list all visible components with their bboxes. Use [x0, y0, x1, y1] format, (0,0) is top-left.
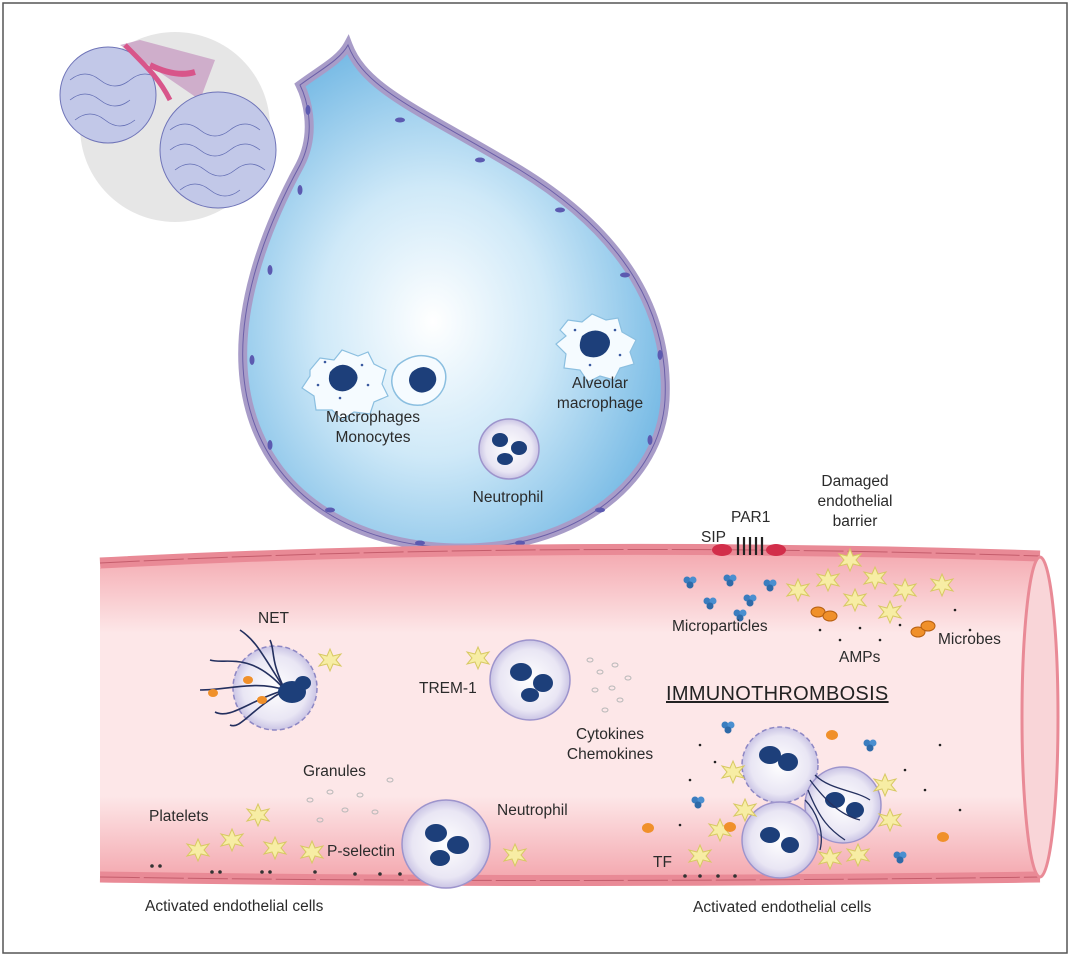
- label-barrier: barrier: [832, 513, 878, 530]
- neutrophil-alveolus-icon: [478, 418, 540, 480]
- lung-inset-icon: [59, 32, 277, 222]
- label-neutrophil-vessel: Neutrophil: [497, 802, 568, 819]
- label-immunothrombosis: IMMUNOTHROMBOSIS: [666, 683, 889, 705]
- immunothrombosis-cluster: [642, 721, 949, 879]
- label-amps: AMPs: [839, 649, 881, 666]
- label-granules: Granules: [303, 763, 366, 780]
- net-neutrophil-icon: [199, 629, 342, 731]
- label-neutrophil-alveolus: Neutrophil: [472, 489, 544, 506]
- label-trem1: TREM-1: [419, 680, 477, 697]
- trem1-neutrophil-icon: [466, 639, 571, 721]
- label-activated-left: Activated endothelial cells: [145, 898, 324, 915]
- alveolus: [238, 34, 670, 553]
- label-macrophage: macrophage: [556, 395, 644, 412]
- label-cytokines: Cytokines: [575, 726, 645, 743]
- label-endothelial: endothelial: [817, 493, 893, 510]
- label-alveolar: Alveolar: [572, 375, 628, 392]
- p-selectin-markers: [150, 864, 402, 876]
- label-microparticles: Microparticles: [672, 618, 768, 635]
- cytokines-particles: [586, 657, 632, 713]
- monocyte-cell-icon: [391, 354, 447, 406]
- alveolar-macrophage-icon: [555, 313, 637, 383]
- granules-particles: [306, 777, 394, 823]
- label-monocytes: Monocytes: [335, 429, 411, 446]
- label-microbes: Microbes: [938, 631, 1001, 648]
- microbes-icon: [810, 606, 936, 638]
- label-chemokines: Chemokines: [566, 746, 654, 763]
- label-sip: SIP: [701, 529, 726, 546]
- label-par1: PAR1: [731, 509, 771, 526]
- label-platelets: Platelets: [149, 808, 209, 825]
- label-p-selectin: P-selectin: [327, 843, 396, 860]
- label-macrophages: Macrophages: [326, 409, 420, 426]
- par1-receptor-icon: [712, 537, 786, 556]
- label-activated-right: Activated endothelial cells: [693, 899, 872, 916]
- blood-vessel: [99, 543, 1060, 886]
- label-damaged: Damaged: [821, 473, 889, 490]
- macrophage-cell-icon: [301, 349, 389, 421]
- label-tf: TF: [653, 854, 672, 871]
- amps-dots: [678, 608, 972, 827]
- figure-frame: [2, 2, 1068, 954]
- neutrophil-vessel-icon: [401, 799, 527, 889]
- tf-markers: [683, 874, 737, 878]
- label-net: NET: [258, 610, 289, 627]
